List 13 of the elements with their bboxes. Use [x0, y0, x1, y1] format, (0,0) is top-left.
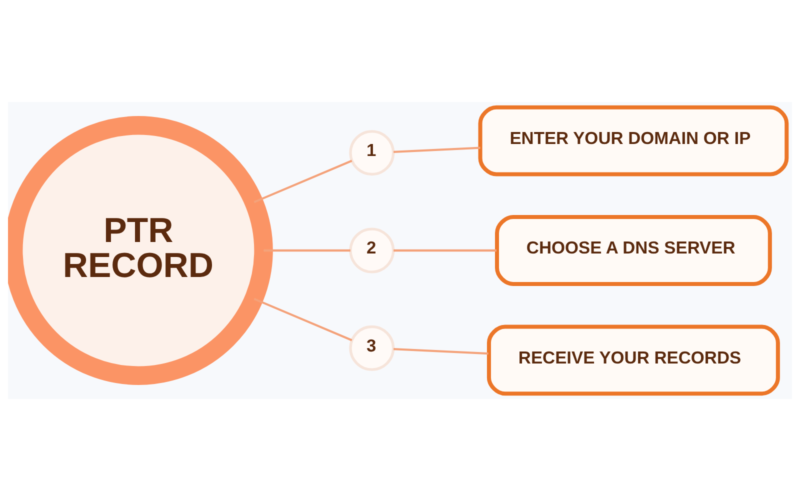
connector — [254, 297, 352, 341]
connector — [394, 248, 496, 252]
connector — [394, 146, 480, 152]
node-box: CHOOSE A DNS SERVER — [494, 214, 772, 286]
node-circle: 2 — [349, 227, 395, 273]
connector — [394, 348, 488, 354]
node-circle: PTR RECORD — [8, 116, 273, 384]
connector — [264, 248, 350, 252]
node-box: ENTER YOUR DOMAIN OR IP — [478, 104, 789, 176]
node-box: RECEIVE YOUR RECORDS — [486, 324, 780, 396]
node-circle: 3 — [349, 324, 395, 370]
node-circle: 1 — [349, 130, 395, 176]
connector — [254, 159, 352, 203]
